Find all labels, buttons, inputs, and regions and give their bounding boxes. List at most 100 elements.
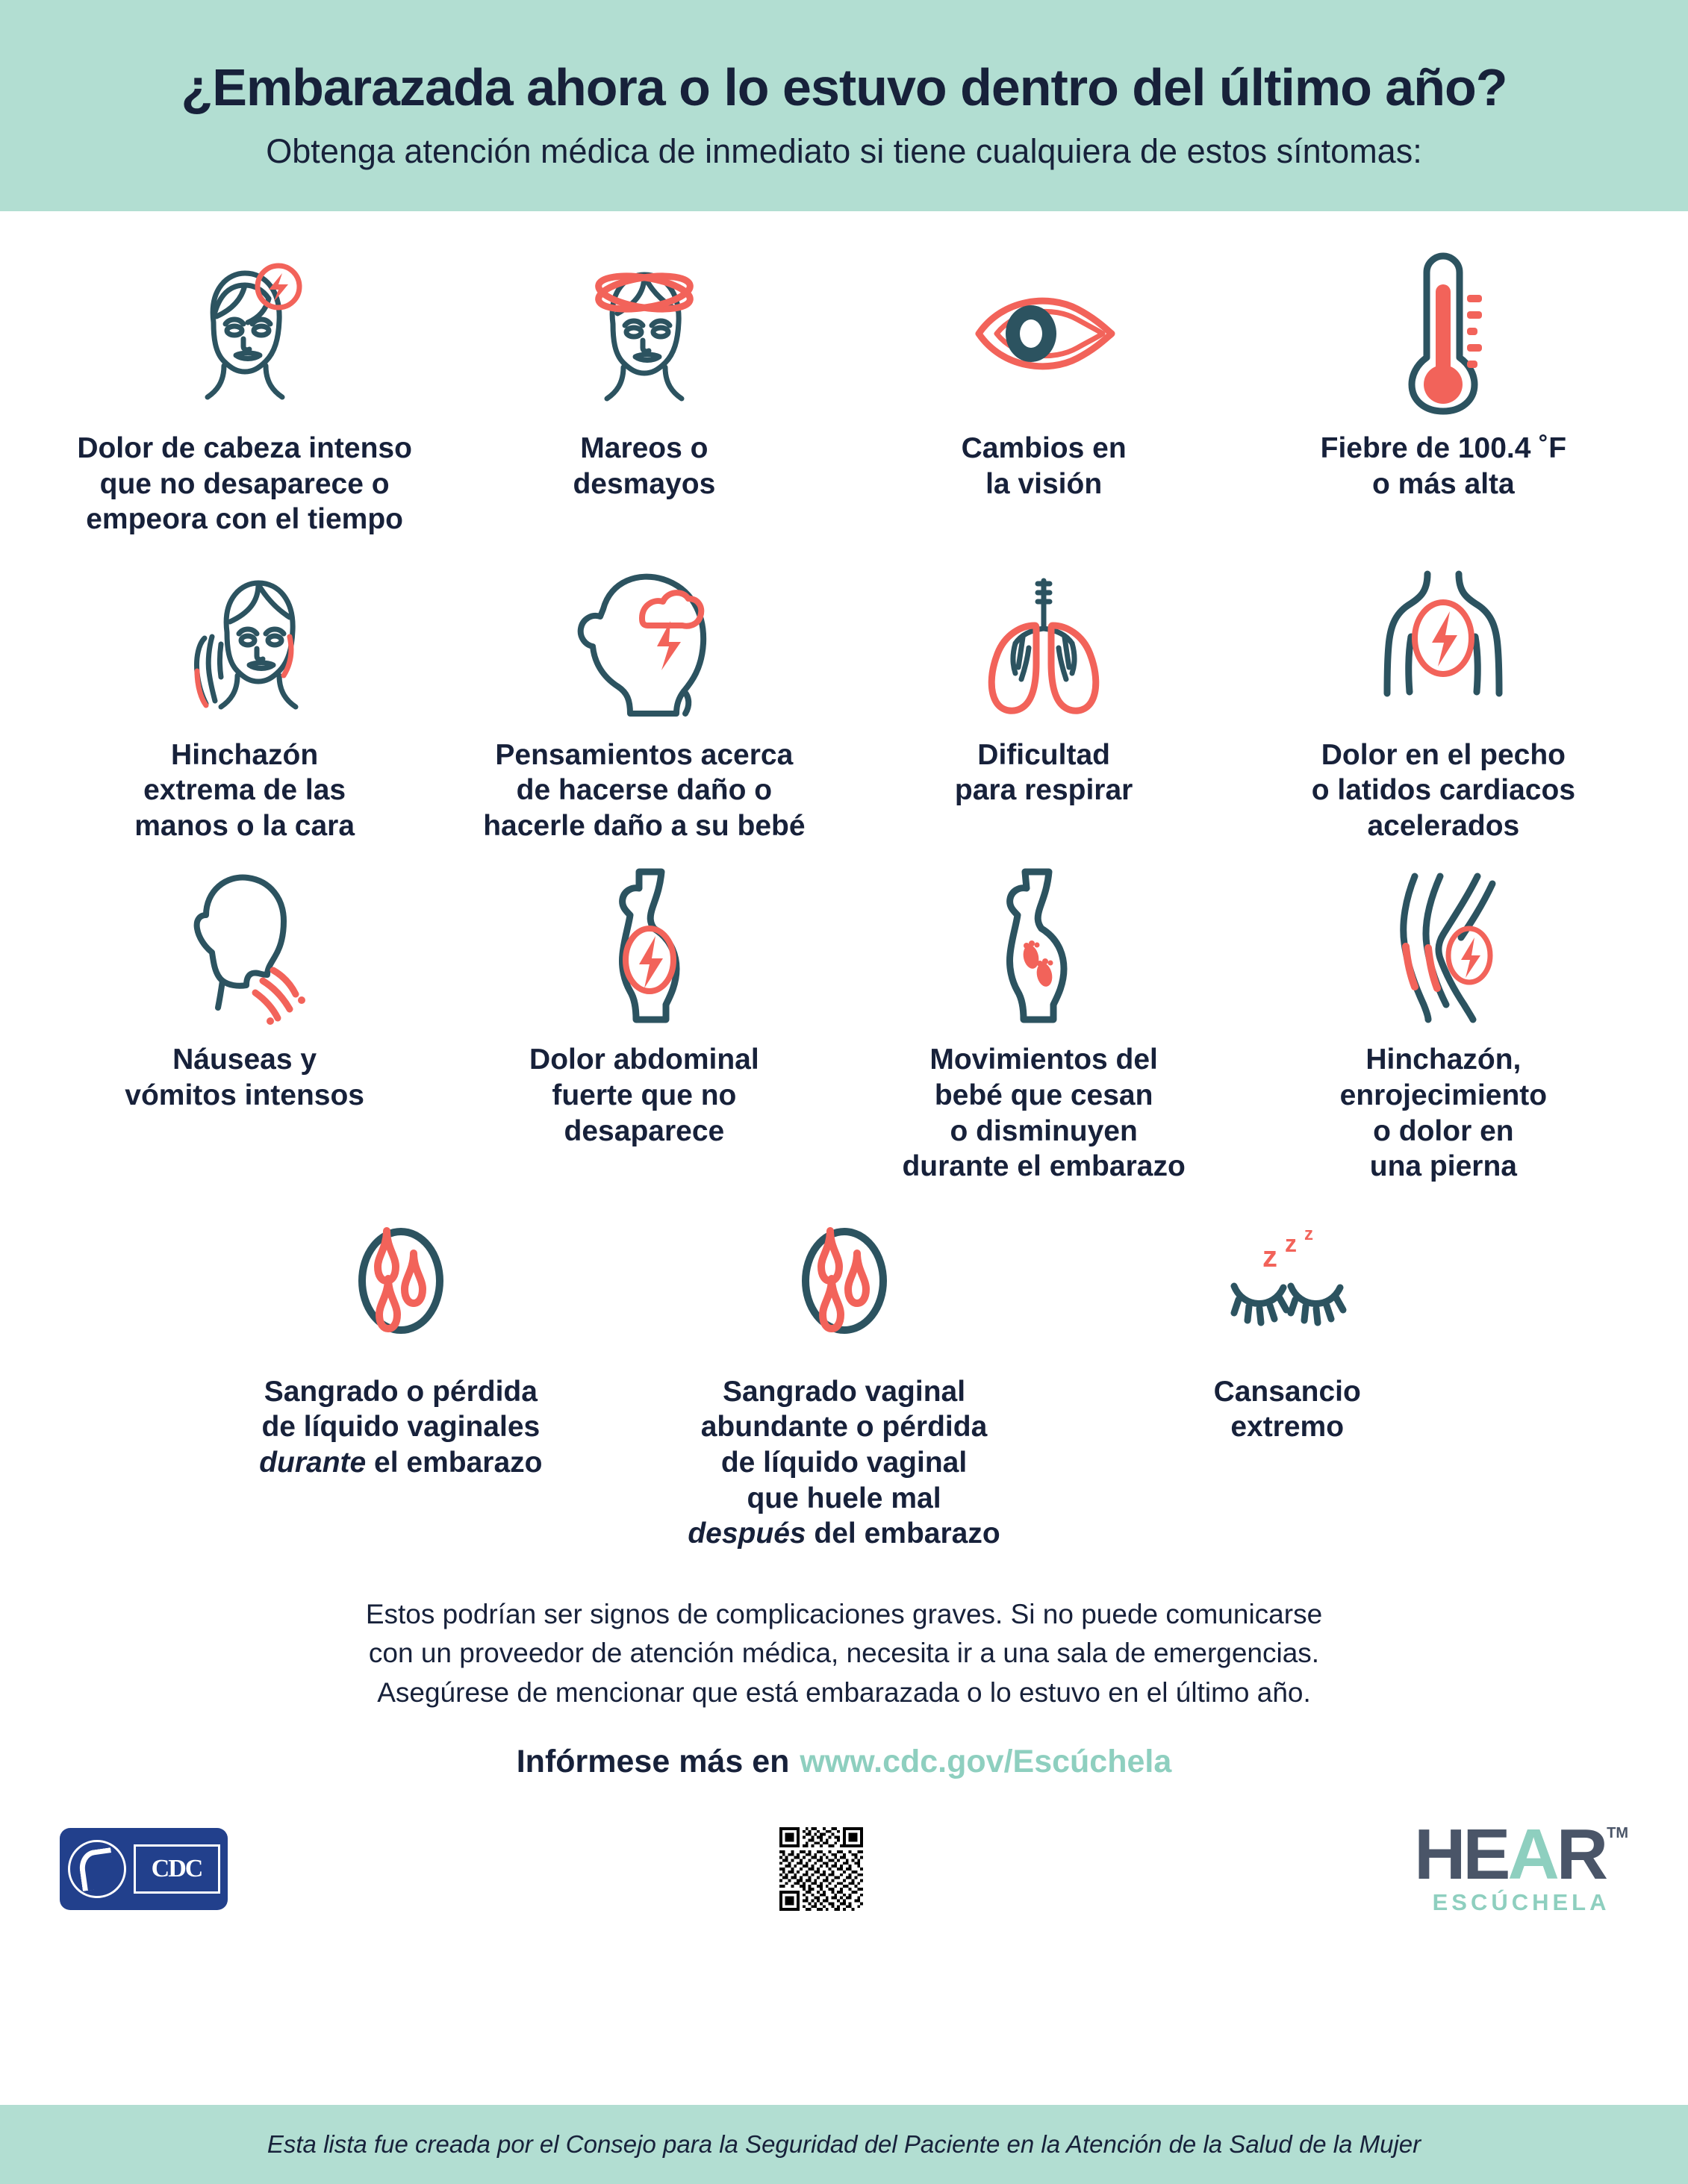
cta-line: Infórmese más en www.cdc.gov/Escúchela <box>0 1744 1688 1780</box>
dizzy-head-icon <box>570 247 719 420</box>
symptom-card-fever: Fiebre de 100.4 ˚F o más alta <box>1244 211 1643 537</box>
label-line: el embarazo <box>366 1446 543 1479</box>
label-line: Cansancio <box>1213 1375 1361 1408</box>
label-line: la visión <box>985 467 1103 500</box>
hear-letter-e: E <box>1463 1815 1510 1895</box>
pregnant-belly-lightning-icon <box>581 860 708 1032</box>
hear-letter-h: H <box>1414 1815 1466 1895</box>
symptom-row-2: Hinchazón extrema de las manos o la cara… <box>45 537 1643 844</box>
symptom-row-3: Náuseas y vómitos intensos Dolor abdomin… <box>45 843 1643 1184</box>
label-line: enrojecimiento <box>1339 1079 1548 1112</box>
label-line: o dolor en <box>1373 1114 1514 1147</box>
symptom-label: Sangrado vaginal abundante o pérdida de … <box>688 1374 1000 1552</box>
symptom-label: Cambios en la visión <box>962 431 1127 502</box>
bottom-band: Esta lista fue creada por el Consejo par… <box>0 2105 1688 2184</box>
cdc-logo: CDC <box>60 1828 228 1911</box>
label-line: acelerados <box>1367 809 1520 842</box>
label-line: fuerte que no <box>552 1079 737 1112</box>
label-line: de líquido vaginales <box>261 1411 541 1444</box>
label-line: Dolor abdominal <box>529 1043 759 1076</box>
hhs-seal-icon <box>67 1840 126 1899</box>
pregnant-belly-feet-icon <box>980 860 1107 1032</box>
svg-text:z: z <box>1262 1241 1277 1273</box>
cta-prefix: Infórmese más en <box>516 1744 790 1780</box>
cdc-wordmark: CDC <box>133 1844 220 1894</box>
label-line: Náuseas y <box>172 1043 317 1076</box>
footnote-line: Asegúrese de mencionar que está embaraza… <box>377 1676 1311 1708</box>
symptom-label: Dolor en el pecho o latidos cardiacos ac… <box>1312 737 1575 844</box>
symptom-label: Movimientos del bebé que cesan o disminu… <box>902 1042 1185 1184</box>
vomiting-head-icon <box>163 860 327 1032</box>
label-line: Dolor de cabeza intenso <box>77 432 412 464</box>
label-line: Sangrado vaginal <box>722 1375 966 1408</box>
symptom-label: Mareos o desmayos <box>573 431 715 502</box>
label-line: Fiebre de 100.4 ˚F <box>1320 432 1567 464</box>
cdc-url-link[interactable]: www.cdc.gov/Escúchela <box>800 1744 1172 1780</box>
trademark-symbol: TM <box>1607 1825 1628 1842</box>
footnote-paragraph: Estos podrían ser signos de complicacion… <box>0 1595 1688 1713</box>
chest-lightning-icon <box>1365 563 1522 727</box>
label-line: desmayos <box>573 467 716 500</box>
symptom-label: Cansancio extremo <box>1214 1374 1361 1445</box>
page-title: ¿Embarazada ahora o lo estuvo dentro del… <box>181 57 1507 116</box>
blood-drops-icon <box>788 1217 900 1344</box>
label-line: desaparece <box>564 1114 725 1147</box>
symptom-label: Sangrado o pérdida de líquido vaginales … <box>259 1374 542 1481</box>
leg-swelling-lightning-icon <box>1368 860 1518 1032</box>
page-subtitle: Obtenga atención médica de inmediato si … <box>266 131 1422 170</box>
label-line: Cambios en <box>961 432 1127 464</box>
swollen-face-hand-icon <box>163 563 327 727</box>
hear-subtitle: ESCÚCHELA <box>1432 1889 1610 1916</box>
label-line: Pensamientos acerca <box>495 738 794 771</box>
symptom-card-bleeding-during: Sangrado o pérdida de líquido vaginales … <box>179 1185 623 1552</box>
symptom-label: Hinchazón extrema de las manos o la cara <box>134 737 355 844</box>
label-line: que no desaparece o <box>99 467 390 500</box>
blood-drops-icon <box>345 1217 457 1344</box>
symptom-card-abdominal-pain: Dolor abdominal fuerte que no desaparece <box>444 843 844 1184</box>
symptom-card-headache: Dolor de cabeza intenso que no desaparec… <box>45 211 444 537</box>
label-line: o disminuyen <box>950 1114 1138 1147</box>
sleepy-eyes-zzz-icon: z z z <box>1209 1217 1365 1344</box>
footnote-line: Estos podrían ser signos de complicacion… <box>365 1598 1323 1629</box>
svg-text:z: z <box>1285 1230 1297 1257</box>
label-line: Dolor en el pecho <box>1321 738 1566 771</box>
symptom-label: Náuseas y vómitos intensos <box>125 1042 364 1113</box>
svg-text:z: z <box>1304 1224 1313 1244</box>
label-line: vómitos intensos <box>125 1079 364 1112</box>
label-line: que huele mal <box>747 1482 941 1514</box>
head-lightning-icon <box>170 247 320 420</box>
eye-icon <box>965 247 1122 420</box>
label-line: manos o la cara <box>134 809 355 842</box>
label-line: empeora con el tiempo <box>86 503 403 536</box>
label-line: del embarazo <box>806 1517 1000 1550</box>
symptom-card-self-harm-thoughts: Pensamientos acerca de hacerse daño o ha… <box>444 537 844 844</box>
hear-letter-a: A <box>1507 1815 1559 1895</box>
symptom-row-4: Sangrado o pérdida de líquido vaginales … <box>45 1185 1643 1552</box>
symptom-label: Pensamientos acerca de hacerse daño o ha… <box>483 737 805 844</box>
qr-code[interactable] <box>779 1827 863 1912</box>
symptom-card-swelling: Hinchazón extrema de las manos o la cara <box>45 537 444 844</box>
symptom-grid: Dolor de cabeza intenso que no desaparec… <box>0 211 1688 1552</box>
attribution-text: Esta lista fue creada por el Consejo par… <box>267 2130 1421 2158</box>
symptom-card-nausea: Náuseas y vómitos intensos <box>45 843 444 1184</box>
symptom-card-baby-movements: Movimientos del bebé que cesan o disminu… <box>844 843 1244 1184</box>
label-line: Hinchazón <box>171 738 319 771</box>
thermometer-icon <box>1383 247 1503 420</box>
symptom-label: Dificultad para respirar <box>955 737 1133 808</box>
label-line-italic: después <box>688 1517 806 1550</box>
label-line-italic: durante <box>259 1446 367 1479</box>
symptom-card-leg-pain: Hinchazón, enrojecimiento o dolor en una… <box>1244 843 1643 1184</box>
label-line: o más alta <box>1371 467 1515 500</box>
hear-letter-r: R <box>1556 1815 1608 1895</box>
symptom-label: Fiebre de 100.4 ˚F o más alta <box>1321 431 1566 502</box>
lungs-icon <box>969 563 1118 727</box>
label-line: extrema de las <box>143 774 346 807</box>
label-line: abundante o pérdida <box>700 1411 988 1444</box>
label-line: bebé que cesan <box>934 1079 1153 1112</box>
symptom-label: Dolor de cabeza intenso que no desaparec… <box>77 431 412 537</box>
symptom-card-chest-pain: Dolor en el pecho o latidos cardiacos ac… <box>1244 537 1643 844</box>
label-line: Hinchazón, <box>1365 1043 1522 1076</box>
symptom-card-fatigue: z z z Ca <box>1065 1185 1509 1552</box>
